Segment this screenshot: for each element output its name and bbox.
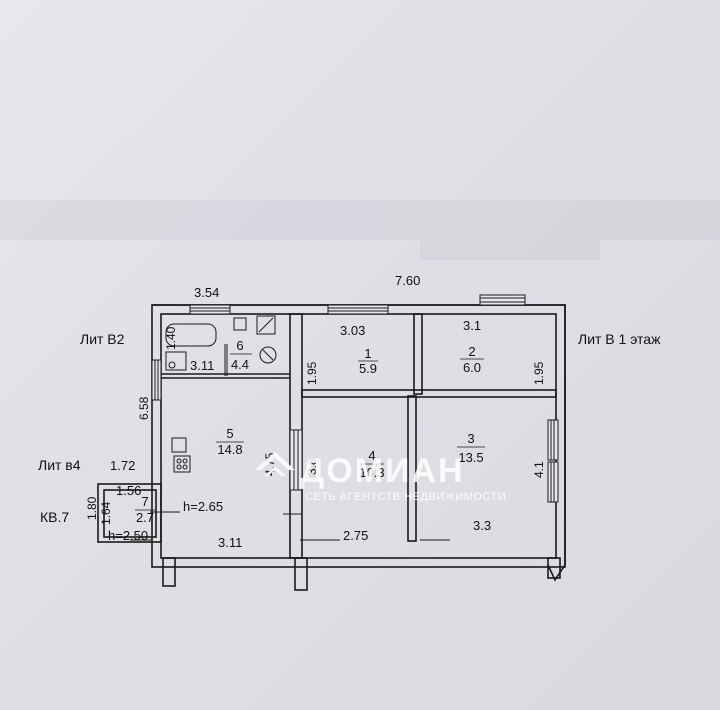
dim-annex-width: 1.72 xyxy=(110,458,135,473)
dim-room6-width: 3.11 xyxy=(190,358,214,373)
partition-1-2 xyxy=(413,313,423,395)
dim-room2-height: 1.95 xyxy=(532,361,546,385)
watermark-brand: ДОМИАН xyxy=(300,452,465,490)
height-main: h=2.65 xyxy=(183,499,223,514)
dim-bottom-room5: 3.11 xyxy=(218,535,242,550)
doors xyxy=(130,513,450,541)
room-6-area: 4.4 xyxy=(231,357,249,372)
dim-room6-height: 1.40 xyxy=(164,326,178,350)
side-labels: Лит В2 Лит В 1 этаж Лит в4 КВ.7 xyxy=(38,331,661,525)
label-kv: КВ.7 xyxy=(40,509,69,525)
dim-room4-height: 3.8 xyxy=(305,458,319,475)
room-2-number: 2 xyxy=(468,344,475,359)
dim-bottom-room3: 3.3 xyxy=(473,518,491,533)
dim-top-total: 7.60 xyxy=(395,273,420,288)
height-annex: h=2.50 xyxy=(108,528,148,543)
window-room1 xyxy=(327,304,389,315)
room-1-number: 1 xyxy=(364,346,371,361)
height-labels: h=2.65 h=2.50 xyxy=(108,499,223,543)
drain-icon xyxy=(259,346,277,364)
label-lit-b1: Лит В 1 этаж xyxy=(578,331,661,347)
room-4-number: 4 xyxy=(368,448,375,463)
partition-4-3 xyxy=(407,395,417,542)
bathtub-icon xyxy=(165,323,217,347)
room-labels: 1 5.9 2 6.0 3 13.5 4 10.3 5 14.8 6 4.4 7… xyxy=(135,338,485,525)
watermark-logo-icon xyxy=(255,452,295,476)
kitchen-fixtures xyxy=(171,437,191,473)
background-ghost-text xyxy=(0,200,720,260)
annex-inner-wall xyxy=(103,489,157,538)
dim-room2-width: 3.1 xyxy=(463,318,481,333)
window-room6 xyxy=(189,304,231,315)
windows xyxy=(151,294,559,503)
room-4-area: 10.3 xyxy=(359,465,384,480)
window-room2 xyxy=(479,294,526,306)
dim-room3-height: 4.1 xyxy=(532,461,546,478)
window-partition xyxy=(289,429,303,491)
label-lit-b2: Лит В2 xyxy=(80,331,125,347)
window-room3-a xyxy=(547,419,559,461)
room-1-area: 5.9 xyxy=(359,361,377,376)
bathroom-fixtures xyxy=(165,315,277,371)
room-7-area: 2.7 xyxy=(136,510,154,525)
window-room3-b xyxy=(547,461,559,503)
dim-room1-width: 3.03 xyxy=(340,323,365,338)
label-lit-v4: Лит в4 xyxy=(38,457,81,473)
toilet-icon xyxy=(256,315,276,335)
room-5-number: 5 xyxy=(226,426,233,441)
wall-stub-right xyxy=(547,557,561,579)
dim-top-left: 3.54 xyxy=(194,285,219,300)
partition-horizontal xyxy=(301,389,557,398)
dim-left-height: 6.58 xyxy=(137,396,151,420)
sink-icon xyxy=(233,317,247,331)
room-5-area: 14.8 xyxy=(217,442,242,457)
room-2-area: 6.0 xyxy=(463,360,481,375)
stove-icon xyxy=(173,455,191,473)
heater-icon xyxy=(165,351,187,371)
dim-annex-height: 1.80 xyxy=(85,496,99,520)
dim-room1-height: 1.95 xyxy=(305,361,319,385)
kitchen-sink-icon xyxy=(171,437,187,453)
window-left xyxy=(151,359,162,401)
dim-annex-inner-width: 1.56 xyxy=(116,483,141,498)
inner-wall xyxy=(160,313,557,559)
watermark-tagline: СЕТЬ АГЕНТСТВ НЕДВИЖИМОСТИ xyxy=(305,491,506,503)
room-6-number: 6 xyxy=(236,338,243,353)
wall-stub-left xyxy=(162,557,176,587)
room-3-number: 3 xyxy=(467,431,474,446)
room-3-area: 13.5 xyxy=(458,450,483,465)
dimension-lines xyxy=(150,344,228,513)
annex-outer-wall xyxy=(97,483,162,543)
room-7-number: 7 xyxy=(141,494,148,509)
dim-bottom-room4: 2.75 xyxy=(343,528,368,543)
dim-annex-inner-height: 1.64 xyxy=(99,501,113,525)
watermark: ДОМИАН СЕТЬ АГЕНТСТВ НЕДВИЖИМОСТИ xyxy=(255,452,506,503)
dimension-labels: 3.54 7.60 3.03 3.1 3.11 3.11 2.75 3.3 1.… xyxy=(85,273,546,550)
wall-stub-mid xyxy=(294,557,308,591)
